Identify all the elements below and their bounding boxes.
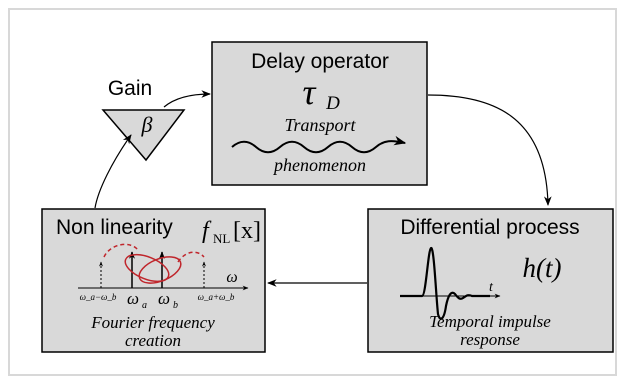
interaction-ellipse-right: [138, 256, 182, 284]
difference-frequency-label: ω_a−ω_b: [80, 292, 117, 302]
delay-symbol: τ: [303, 72, 317, 112]
gain-symbol: β: [141, 112, 153, 137]
differential-process-box: [367, 208, 614, 353]
nonlinearity-f-subscript: NL: [213, 231, 230, 246]
nonlinearity-f: f: [202, 218, 212, 244]
difference-arc: [103, 243, 139, 258]
gain-label: Gain: [108, 77, 152, 100]
nonlinearity-to-gain-arrow: [94, 134, 132, 209]
omega-a-subscript: a: [142, 300, 147, 311]
interaction-ellipse-left: [124, 253, 170, 283]
delay-symbol-subscript: D: [325, 93, 340, 114]
impulse-axis-label: t: [489, 280, 494, 295]
transport-wave: [231, 135, 407, 154]
delay-caption-line2: phenomenon: [272, 155, 366, 175]
delay-title: Delay operator: [251, 50, 389, 73]
nonlinearity-arg: [x]: [233, 218, 261, 244]
omega-a-label: ω: [127, 289, 139, 308]
differential-caption-line1: Temporal impulse: [429, 312, 551, 331]
omega-b-label: ω: [158, 289, 170, 308]
impulse-response-curve: [400, 246, 490, 320]
nonlinearity-caption-line2: creation: [125, 331, 181, 350]
nonlinearity-caption-line1: Fourier frequency: [90, 313, 215, 332]
differential-title: Differential process: [400, 216, 579, 239]
sum-frequency-label: ω_a+ω_b: [198, 292, 235, 302]
gain-to-delay-arrow: [163, 90, 211, 108]
differential-caption-line2: response: [460, 330, 520, 349]
delay-to-differential-arrow: [427, 94, 552, 206]
delay-operator-box: [211, 41, 428, 186]
sum-arc: [177, 251, 205, 263]
omega-b-subscript: b: [173, 300, 178, 311]
nonlinearity-title: Non linearity: [56, 216, 173, 239]
spectrum-axis-label: ω: [226, 269, 237, 286]
differential-function: h(t): [523, 253, 562, 283]
delay-caption-line1: Transport: [284, 115, 356, 135]
outer-frame: [8, 8, 617, 376]
